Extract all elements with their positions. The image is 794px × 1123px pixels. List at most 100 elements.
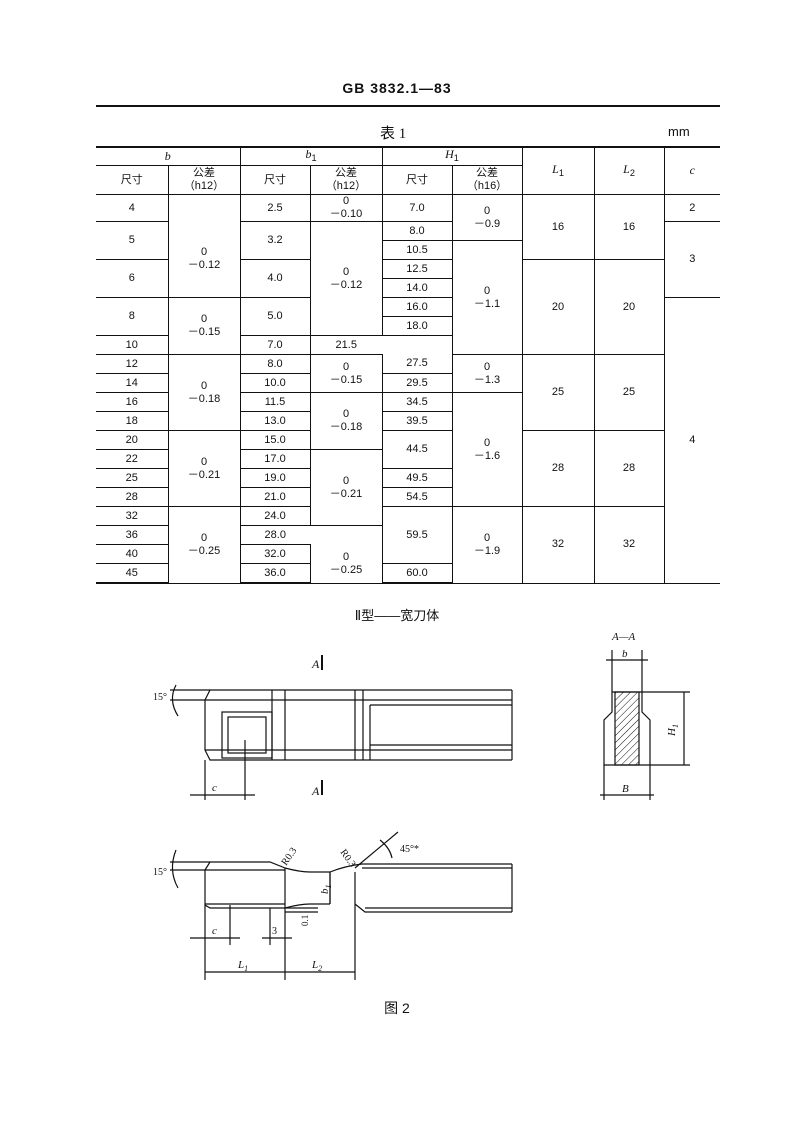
b1-size: 10.0 <box>239 373 311 394</box>
b1-size: 5.0 <box>239 297 311 337</box>
h1-size: 39.5 <box>381 411 452 432</box>
b-tol: 0 －0.18 <box>167 354 241 432</box>
table-row: 28 21.0 54.5 <box>96 487 720 508</box>
label-angle-15-top: 15° <box>153 692 167 703</box>
table-row: 45 36.0 60.0 <box>96 563 720 585</box>
label-r03-right: R0.3 <box>338 847 358 869</box>
section-aa-view <box>600 650 690 800</box>
b-tol: 0 －0.25 <box>167 506 241 584</box>
table-row: 36 28.0 <box>96 525 720 546</box>
b1-tol: 0 －0.25 <box>309 544 382 584</box>
header-b: b <box>96 146 241 167</box>
table-row: 6 4.0 12.5 20 20 <box>96 259 720 356</box>
table-row: 4 2.5 0 －0.10 7.0 0 －0.9 16 16 2 <box>96 194 721 261</box>
b1-tol: 0 －0.10 <box>309 194 383 223</box>
b-size: 22 <box>96 449 169 470</box>
header-b-size: 尺寸 <box>96 165 169 196</box>
table-row: 8 0 －0.15 5.0 16.0 4 <box>96 297 721 584</box>
l2-value: 32 <box>593 506 665 584</box>
b1-tol: 0 －0.15 <box>309 354 383 394</box>
label-l2: L2 <box>311 959 322 973</box>
h1-tol: 0 －1.1 <box>451 240 523 356</box>
table-row: 22 17.0 0 －0.21 <box>96 449 720 527</box>
label-l1: L1 <box>237 959 248 973</box>
dimension-table: b b1 H1 L1 L2 c 尺寸 公差（h12） 尺寸 公差（h12） 尺寸… <box>96 146 721 585</box>
b-size: 6 <box>96 259 169 299</box>
label-b1: b1 <box>319 885 333 895</box>
b-tol: 0 －0.21 <box>167 430 241 508</box>
header-rule <box>96 105 720 107</box>
table-row: 16 11.5 0 －0.18 34.5 0 －1.6 <box>96 392 720 508</box>
figure-caption: 图 2 <box>384 1000 410 1016</box>
header-c: c <box>663 146 721 196</box>
h1-size: 34.5 <box>381 392 453 413</box>
table-row: 12 0 －0.18 8.0 0 －0.15 27.5 0 －1.3 25 25 <box>96 354 720 432</box>
b1-tol: 0 －0.12 <box>309 221 383 337</box>
b-size: 32 <box>96 506 169 527</box>
table-row: 14.0 <box>96 278 720 299</box>
b-size: 36 <box>96 525 169 546</box>
l1-value: 16 <box>521 194 595 261</box>
label-r03-left: R0.3 <box>279 846 299 868</box>
b1-size: 7.0 <box>239 335 311 356</box>
b-size: 14 <box>96 373 169 394</box>
table-row: 40 32.0 0 －0.25 <box>96 544 720 584</box>
header-h1-size: 尺寸 <box>381 165 453 196</box>
b-size: 10 <box>96 335 169 356</box>
b-size: 5 <box>96 221 169 261</box>
b-tol: 0 －0.12 <box>167 221 241 299</box>
b-tol: 0 －0.15 <box>167 297 241 356</box>
table-row: 32 0 －0.25 24.0 59.5 0 －1.9 32 32 <box>96 506 720 584</box>
h1-size: 14.0 <box>382 278 452 299</box>
standard-number: GB 3832.1—83 <box>342 80 452 96</box>
h1-tol: 0 －1.3 <box>451 354 523 394</box>
b1-size: 32.0 <box>239 544 311 565</box>
h1-size: 27.5 <box>381 354 453 375</box>
b1-size: 13.0 <box>239 411 311 432</box>
header-l1: L1 <box>521 146 595 196</box>
front-view <box>170 655 513 800</box>
label-angle-15-bottom: 15° <box>153 867 167 878</box>
table-caption: 表 1 <box>380 126 407 142</box>
h1-size: 12.5 <box>381 259 453 280</box>
table-row: 10.5 0 －1.1 <box>96 240 720 356</box>
label-0-1: 0.1 <box>300 915 310 926</box>
b1-size: 2.5 <box>239 194 311 223</box>
b-size: 12 <box>96 354 169 375</box>
table-row: 20 0 －0.21 15.0 44.5 28 28 <box>96 430 720 508</box>
b-size: 28 <box>96 487 169 508</box>
b-size: 25 <box>96 468 169 489</box>
b-size: 20 <box>96 430 169 451</box>
top-view <box>170 831 513 980</box>
h1-size: 29.5 <box>381 373 452 394</box>
h1-size: 54.5 <box>381 487 452 508</box>
b1-size: 17.0 <box>239 449 311 470</box>
table-row: 14 10.0 29.5 <box>96 373 720 394</box>
header-b1-size: 尺寸 <box>239 165 311 196</box>
label-b: b <box>622 648 628 660</box>
h1-tol: 0 －0.9 <box>451 194 523 242</box>
label-section-a-bottom: A <box>311 784 320 798</box>
header-l2: L2 <box>593 146 665 196</box>
label-angle-45: 45°* <box>400 844 419 855</box>
l2-value: 28 <box>593 430 665 508</box>
figure-title: Ⅱ型——宽刀体 <box>354 608 440 623</box>
header-b1-tol: 公差（h12） <box>309 165 383 196</box>
b1-size: 4.0 <box>239 259 311 299</box>
l1-value: 28 <box>521 430 595 508</box>
h1-size: 8.0 <box>381 221 453 242</box>
label-c-top: c <box>212 782 217 794</box>
h1-size: 59.5 <box>381 506 453 565</box>
b1-size: 11.5 <box>239 392 311 413</box>
h1-size: 18.0 <box>382 316 452 337</box>
header-h1: H1 <box>381 146 523 167</box>
b-size: 18 <box>96 411 169 432</box>
label-section-a-top: A <box>311 657 320 671</box>
b1-size: 3.2 <box>239 221 311 261</box>
b-size: 16 <box>96 392 169 413</box>
h1-size: 10.5 <box>382 240 453 261</box>
label-c-bottom: c <box>212 925 217 937</box>
h1-size: 60.0 <box>381 563 452 585</box>
table-row: 10 7.0 21.5 <box>96 335 720 356</box>
header-b-tol: 公差（h12） <box>167 165 241 196</box>
